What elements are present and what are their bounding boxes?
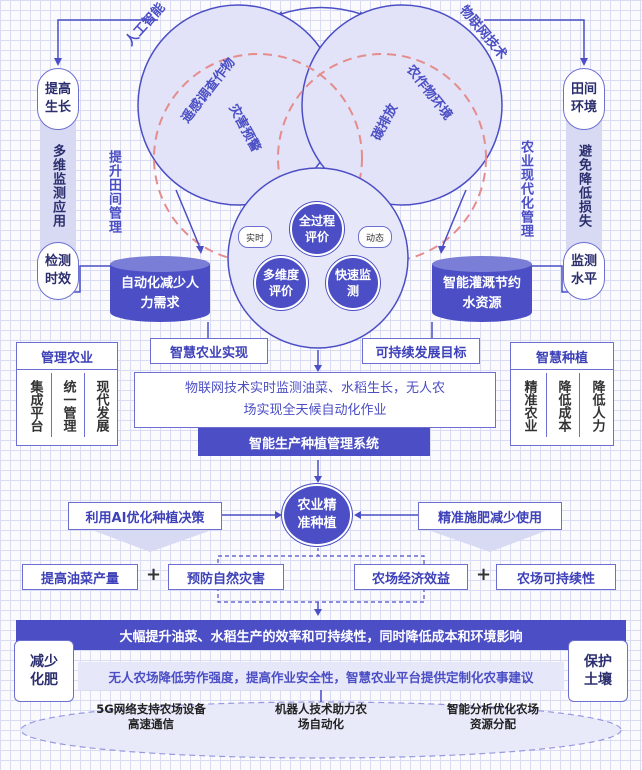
left-card-col-3: 现代发展	[93, 380, 109, 432]
right-card-col-3: 降低人力	[589, 380, 605, 432]
right-card-title: 智慧种植	[511, 343, 613, 370]
right-column-text: 避免降低损失	[576, 144, 591, 228]
hub-left-label: 利用AI优化种植决策	[68, 502, 222, 530]
goal-label-right: 可持续发展目标	[362, 338, 480, 364]
hub-right-label: 精准施肥减少使用	[418, 502, 562, 530]
left-card-title: 管理农业	[17, 343, 117, 370]
benefit-1: 提高油菜产量	[22, 564, 138, 590]
right-top-pill: 田间环境	[563, 68, 605, 130]
bottom-text-bar: 无人农场降低劳作强度，提高作业安全性，智慧农业平台提供定制化农事建议	[78, 662, 564, 690]
center-circle-left: 多维度评价	[254, 256, 308, 310]
tag-realtime: 实时	[238, 226, 272, 248]
bottom-left-box: 减少化肥	[14, 640, 74, 702]
right-card-col-2: 降低成本	[555, 380, 571, 432]
right-vertical-label: 农业现代化管理	[518, 140, 533, 238]
right-bottom-pill: 监测水平	[563, 242, 605, 300]
center-panel: 物联网技术实时监测油菜、水稻生长，无人农 场实现全天候自动化作业	[134, 372, 496, 428]
left-cylinder-label: 自动化减少人力需求	[120, 276, 199, 311]
center-circle-right: 快速监测	[326, 256, 380, 310]
benefit-3: 农场经济效益	[354, 564, 468, 590]
left-card-col-2: 统一管理	[60, 380, 76, 432]
base-label-2: 机器人技术助力农场自动化	[275, 702, 367, 731]
left-top-pill: 提高生长	[37, 68, 79, 130]
left-bottom-pill: 检测时效	[37, 242, 79, 300]
base-label-3: 智能分析优化农场资源分配	[447, 702, 539, 731]
bottom-right-box: 保护土壤	[568, 640, 628, 702]
left-card: 管理农业 集成平台 统一管理 现代发展	[16, 342, 118, 446]
left-column-text: 多维监测应用	[50, 144, 65, 228]
center-circle-top: 全过程评价	[290, 202, 344, 256]
center-panel-line-1: 物联网技术实时监测油菜、水稻生长，无人农	[184, 381, 445, 396]
center-panel-line-2: 场实现全天候自动化作业	[243, 403, 387, 418]
left-card-col-1: 集成平台	[27, 380, 43, 432]
system-bar: 智能生产种植管理系统	[198, 428, 430, 456]
right-card-col-1: 精准农业	[521, 380, 537, 432]
hub-circle: 农业精准种植	[282, 484, 352, 546]
benefit-4: 农场可持续性	[496, 564, 616, 590]
right-cylinder: 智能灌溉节约水资源	[432, 256, 532, 322]
right-cylinder-label: 智能灌溉节约水资源	[442, 276, 521, 311]
summary-bar: 大幅提升油菜、水稻生产的效率和可持续性，同时降低成本和环境影响	[16, 620, 626, 650]
left-cylinder: 自动化减少人力需求	[110, 256, 210, 322]
plus-sign-right: +	[476, 564, 492, 585]
left-vertical-label: 提升田间管理	[106, 150, 121, 234]
benefit-2: 预防自然灾害	[168, 564, 284, 590]
goal-label-left: 智慧农业实现	[150, 338, 268, 364]
base-label-1: 5G网络支持农场设备高速通信	[96, 702, 206, 731]
tag-dynamic: 动态	[358, 226, 392, 248]
plus-sign-left: +	[146, 564, 162, 585]
right-card: 智慧种植 精准农业 降低成本 降低人力	[510, 342, 614, 446]
